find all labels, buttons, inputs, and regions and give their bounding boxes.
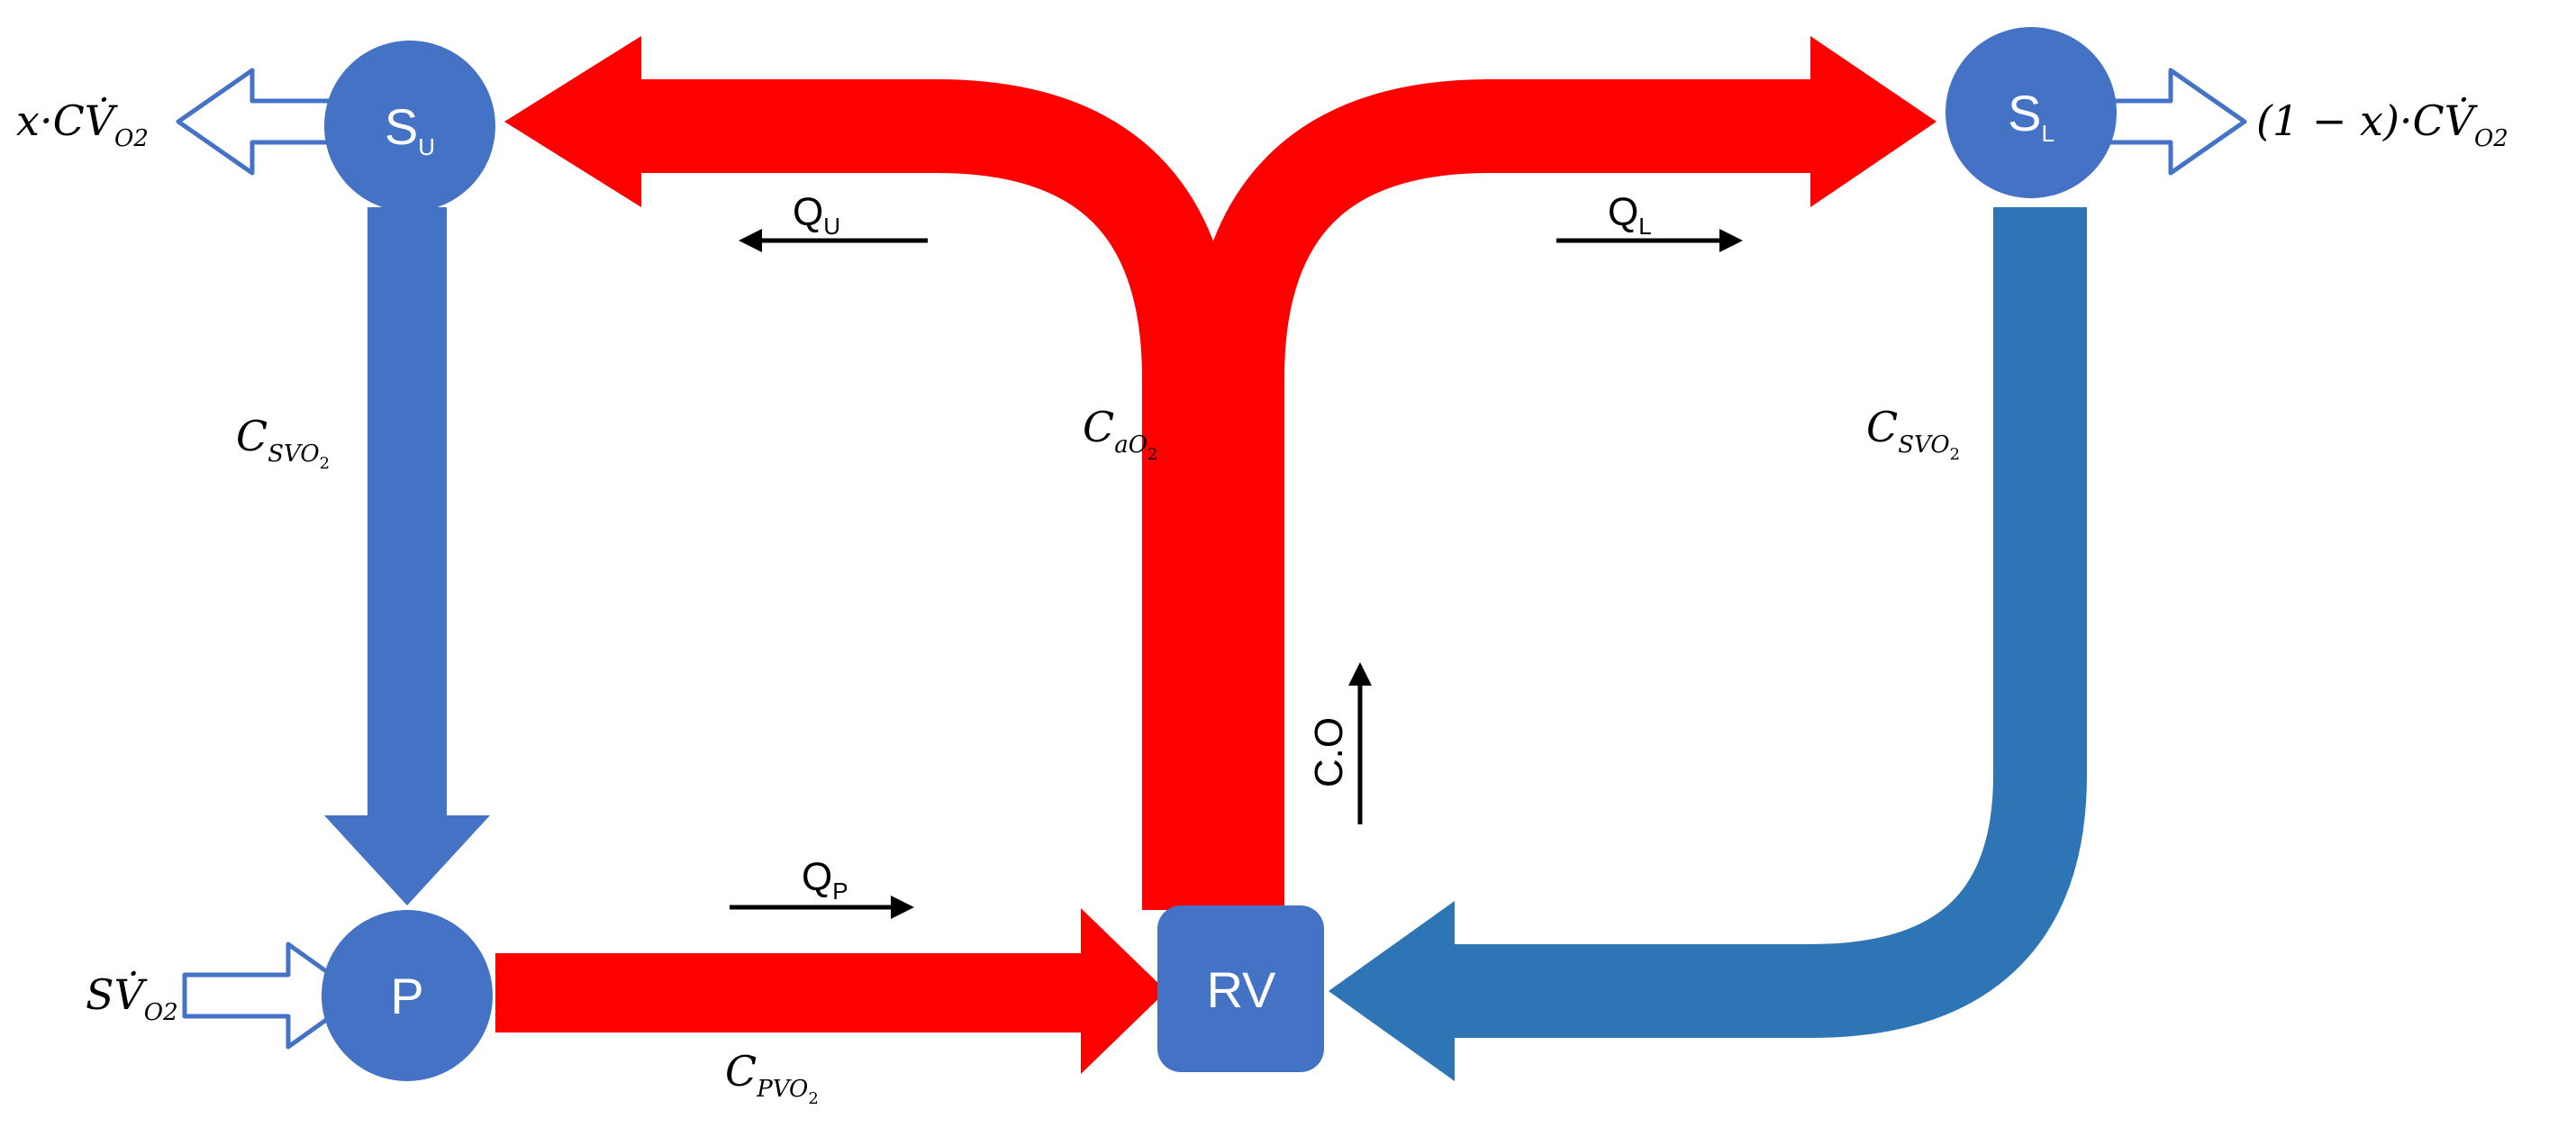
csvo2-left-label: CSVO2: [236, 412, 330, 473]
upper-venous-shaft: [367, 207, 447, 820]
node-su: [324, 41, 495, 212]
node-p: [322, 910, 493, 1081]
lower-venous-path: [1446, 207, 2087, 1038]
lower-venous-arrowhead: [1329, 901, 1455, 1081]
arterial-trunk-left-branch: [630, 79, 1236, 910]
node-sl: [1946, 27, 2117, 198]
cpvo2-label: CPVO2: [725, 1047, 819, 1108]
node-rv: [1157, 905, 1324, 1072]
upper-venous-arrowhead: [324, 815, 490, 905]
pulmonary-vein-arrowhead: [1081, 908, 1166, 1074]
pulmonary-vein-shaft: [495, 953, 1090, 1032]
upper-exchange-label: x·CV̇O2: [16, 96, 149, 152]
qp-arrowhead: [891, 896, 914, 919]
arterial-arrowhead-to-sl: [1810, 36, 1937, 207]
node-sl-label: SL: [2008, 85, 2054, 147]
pulmonary-exchange-arrow: [182, 942, 363, 1050]
ql-label: QL: [1608, 190, 1652, 240]
ql-arrowhead: [1719, 229, 1743, 252]
co-arrowhead: [1348, 662, 1372, 686]
co-label: C.O: [1307, 717, 1351, 787]
cao2-label: CaO2: [1083, 403, 1157, 464]
arterial-trunk-right-branch: [1191, 79, 1819, 910]
node-rv-label: RV: [1207, 961, 1276, 1018]
qu-arrowhead: [739, 229, 762, 252]
csvo2-right-label: CSVO2: [1866, 403, 1960, 464]
qu-label: QU: [793, 190, 840, 240]
node-p-label: P: [390, 968, 423, 1024]
node-su-label: SU: [385, 98, 435, 160]
pulmonary-exchange-label: SV̇O2: [86, 970, 178, 1026]
arterial-arrowhead-to-su: [504, 36, 641, 207]
upper-exchange-arrow: [176, 68, 345, 176]
lower-exchange-label: (1 − x)·CV̇O2: [2256, 96, 2508, 152]
qp-label: QP: [802, 855, 848, 905]
